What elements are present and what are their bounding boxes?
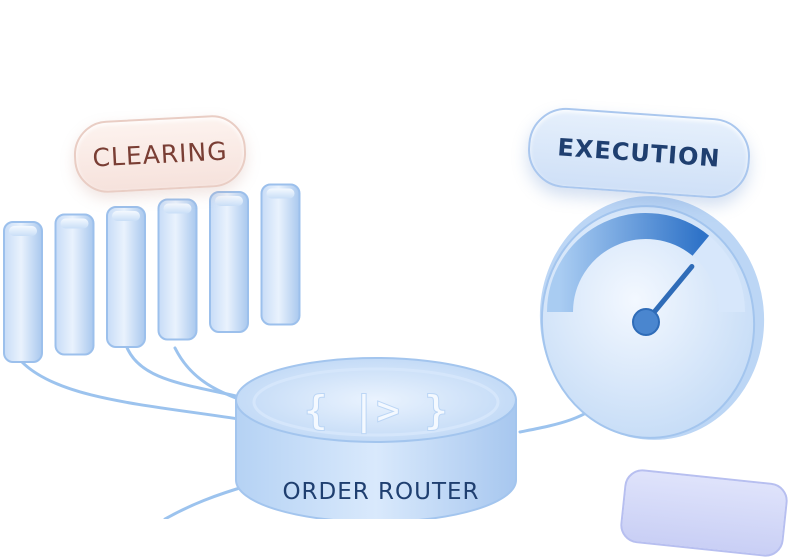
partition-bar (54, 213, 95, 356)
partition-bar (209, 191, 249, 333)
gauge-fill (547, 213, 710, 313)
partition-bar-cap (266, 188, 295, 199)
connector-bar1-router (20, 360, 247, 422)
connector-router-bottom (163, 483, 252, 521)
partition-bar-cap (60, 218, 89, 229)
execution-label[interactable]: EXECUTION (525, 105, 753, 201)
diagram: { |> } ORDER ROUTER CLEARING EXECUTION (3, 105, 789, 558)
partition-bar (3, 221, 43, 363)
partition-bar-cap (112, 211, 140, 221)
partition-bar (157, 198, 198, 341)
partition-bar (106, 206, 146, 348)
gauge-hub (632, 308, 660, 336)
partition-bar-cap (163, 203, 192, 214)
speed-gauge-icon[interactable] (528, 185, 776, 451)
partition-bar-cap (215, 196, 243, 206)
partition-bars (3, 183, 301, 363)
diagram-canvas: { |> } ORDER ROUTER (3, 183, 776, 523)
order-router-disc[interactable]: { |> } ORDER ROUTER (235, 357, 517, 523)
partition-bar-cap (9, 226, 37, 236)
order-router-label: ORDER ROUTER (282, 479, 479, 505)
router-symbol: { |> } (304, 388, 449, 435)
clearing-label[interactable]: CLEARING (72, 113, 248, 195)
partition-bar (260, 183, 301, 326)
partial-card (618, 467, 789, 558)
